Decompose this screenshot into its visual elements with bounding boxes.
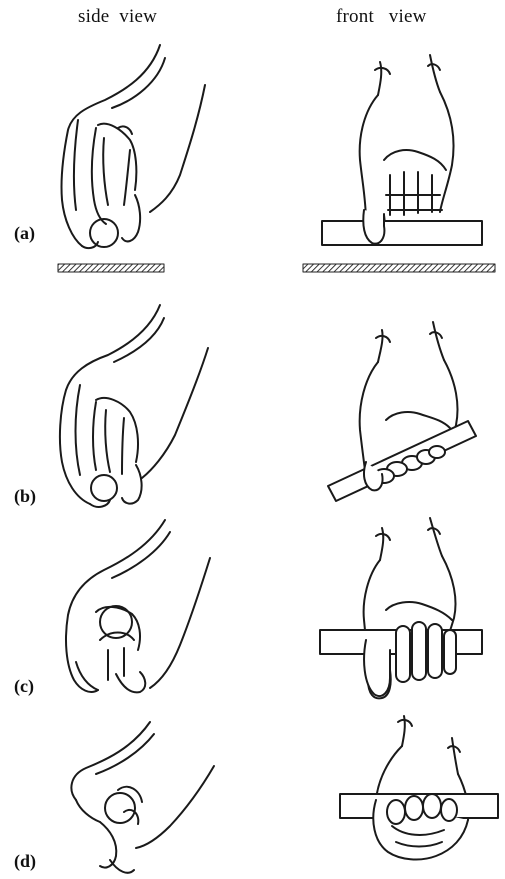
surface-front bbox=[303, 264, 495, 272]
hand-side-d bbox=[71, 722, 214, 873]
object-circle-b bbox=[91, 475, 117, 501]
hand-side-b bbox=[60, 305, 208, 507]
surface-side bbox=[58, 264, 164, 272]
hand-side-a bbox=[61, 45, 205, 248]
fingers-front-d bbox=[373, 794, 468, 859]
object-bar-a bbox=[322, 221, 482, 245]
hand-side-c bbox=[66, 520, 210, 692]
object-circle-d bbox=[105, 793, 135, 823]
